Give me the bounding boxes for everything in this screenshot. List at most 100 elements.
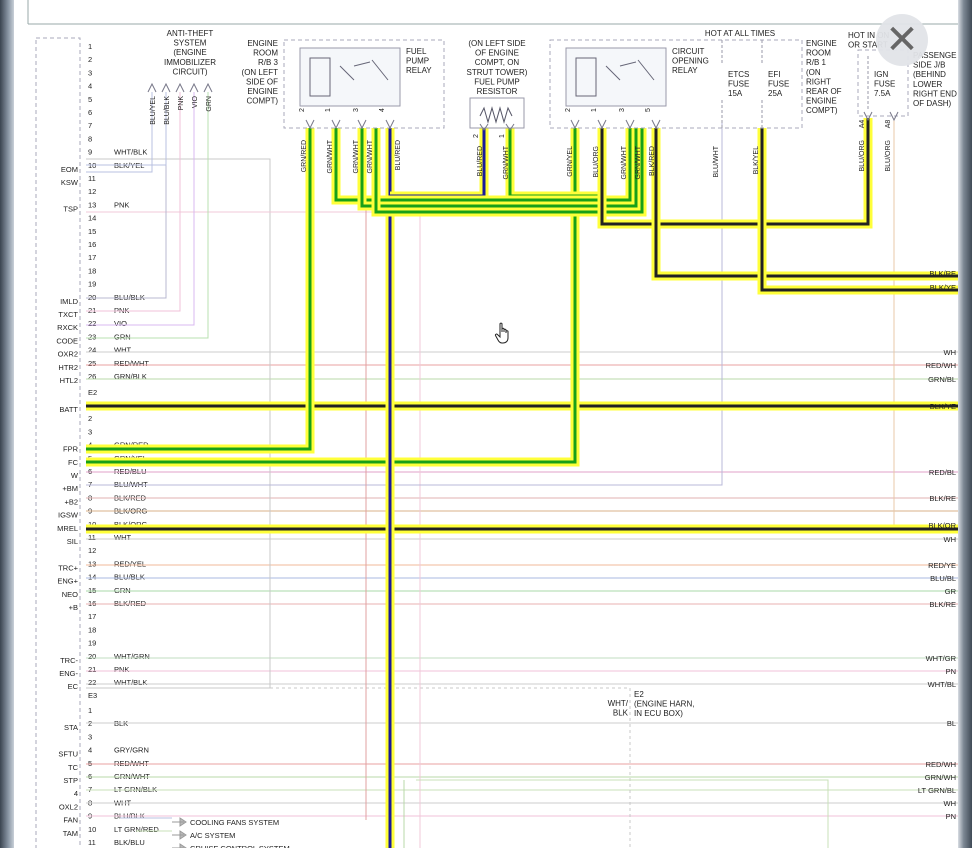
e1-pin-number: 24 xyxy=(88,346,96,355)
hand-pointer-icon xyxy=(494,322,509,344)
engine-room-rb1-label-line: ENGINE xyxy=(806,39,837,48)
connector-pin-marker xyxy=(147,82,157,93)
right-edge-wire-label: BLK/RE xyxy=(929,600,956,609)
grn-wht-resistor-wire-highlight xyxy=(505,128,607,201)
fuel-pump-resistor-label-line: COMPT, ON xyxy=(475,58,520,67)
e1-wire-label: WHT/BLK xyxy=(114,148,147,157)
e2-signal-label: W xyxy=(71,471,79,480)
circuit-opening-relay-wire-label: GRN/YEL xyxy=(567,146,574,177)
e1-signal-label: IMLD xyxy=(60,297,79,306)
e3-pin-number: 2 xyxy=(88,719,92,728)
fuel-pump-relay-wire-label: GRN/WHT xyxy=(327,139,334,173)
e3-wire-label: BLK/BLU xyxy=(114,838,145,847)
connector-pin-marker xyxy=(189,82,199,93)
e2-pin-number: 19 xyxy=(88,639,96,648)
e3-signal-label: TAM xyxy=(63,829,78,838)
e2-pin-number: 3 xyxy=(88,427,92,436)
engine-room-rb3-label-line: ENGINE xyxy=(247,87,278,96)
e3-pin-number: 3 xyxy=(88,732,92,741)
e1-pin-number: 7 xyxy=(88,121,92,130)
blu-red-resistor-wire-highlight xyxy=(390,128,489,201)
e1-pin-number: 13 xyxy=(88,200,96,209)
e1-pin-number: 11 xyxy=(88,174,96,183)
engine-room-rb1-label-line: ROOM xyxy=(806,49,831,58)
resistor-pin: 2 xyxy=(473,134,480,138)
grn-wht-2-wire xyxy=(360,128,638,208)
e1-pin-number: 25 xyxy=(88,359,96,368)
e1-pin-number: 12 xyxy=(88,187,96,196)
anti-theft-label-line: IMMOBILIZER xyxy=(164,58,216,67)
right-edge-wire-label: WH xyxy=(944,799,957,808)
anti-theft-wire-label: GRN xyxy=(206,96,213,112)
e3-signal-label: TC xyxy=(68,763,79,772)
e2-pin-number: 14 xyxy=(88,573,96,582)
e1-pin-number: 2 xyxy=(88,55,92,64)
system-reference-label: A/C SYSTEM xyxy=(190,831,235,840)
fuel-pump-resistor-label-line: STRUT TOWER) xyxy=(467,68,528,77)
wht-blk-dashed-wire xyxy=(270,687,631,848)
e2-wire-label: BLK/ORG xyxy=(114,520,148,529)
e1-signal-label: CODE xyxy=(56,336,78,345)
right-edge-wire-label: BLK/RE xyxy=(929,269,956,278)
e2-pin-number: 18 xyxy=(88,625,96,634)
e2-signal-label: FC xyxy=(68,458,79,467)
e1-signal-label: HTL2 xyxy=(60,376,78,385)
lt-grn-wire xyxy=(416,779,829,848)
engine-room-rb3-label-line: ENGINE xyxy=(247,39,278,48)
e1-pin-number: 9 xyxy=(88,148,92,157)
right-edge-wire-label: BLK/YE xyxy=(930,402,956,411)
e2-pin-number: 2 xyxy=(88,414,92,423)
right-edge-wire-label: LT GRN/BL xyxy=(918,786,956,795)
e1-wire-label: RED/WHT xyxy=(114,359,149,368)
e2-pin-number: 22 xyxy=(88,678,96,687)
e1-pin-number: 15 xyxy=(88,227,96,236)
e1-pin-number: 20 xyxy=(88,293,96,302)
blk-red-relay-wire xyxy=(654,128,958,278)
fuel-pump-relay-pin: 1 xyxy=(325,108,332,112)
fuel-pump-relay-pin: 4 xyxy=(379,108,386,112)
fpr-grn-red-wire xyxy=(86,128,312,451)
e1-signal-label: TXCT xyxy=(58,310,78,319)
circuit-opening-relay-wire-label: GRN/WHT xyxy=(635,145,642,179)
e1-pin-number: 18 xyxy=(88,266,96,275)
e1-pin-number: 8 xyxy=(88,134,92,143)
circuit-opening-relay-wire-label: GRN/WHT xyxy=(621,145,628,179)
fuel-pump-relay-wire-label: GRN/RED xyxy=(301,140,308,172)
connector-pin-marker xyxy=(161,82,171,93)
e1-pin-number: 22 xyxy=(88,319,96,328)
right-edge-wire-label: RED/WH xyxy=(926,361,956,370)
fuel-pump-resistor-box xyxy=(469,97,525,129)
right-edge-wire-label: WH xyxy=(944,535,957,544)
right-edge-wire-label: BLK/OR xyxy=(928,521,956,530)
connector-pin-marker xyxy=(331,119,341,130)
ign-fuse-label-line: FUSE xyxy=(874,80,895,89)
e2-pin-number: 10 xyxy=(88,520,96,529)
e2-signal-label: IGSW xyxy=(58,511,79,520)
anti-theft-wire xyxy=(86,92,209,339)
ign-fuse-pin: A8 xyxy=(885,120,892,129)
e3-signal-label: FAN xyxy=(63,816,78,825)
connector-pin-marker xyxy=(357,119,367,130)
engine-room-rb1-label-line: ENGINE xyxy=(806,97,837,106)
e2-signal-label: EC xyxy=(68,682,79,691)
e3-pin-number: 4 xyxy=(88,746,92,755)
right-edge-wire-label: RED/BL xyxy=(929,468,956,477)
system-arrow-icon xyxy=(172,843,187,848)
hot-in-on-label-line: OR START xyxy=(848,41,888,50)
e3-wire-label: LT GRN/RED xyxy=(114,825,159,834)
blk-red-relay-wire-highlight xyxy=(651,128,958,281)
circuit-opening-relay-pin: 1 xyxy=(591,108,598,112)
engine-room-rb1-box xyxy=(549,39,803,129)
e1-wire-label: GRN/BLK xyxy=(114,372,147,381)
engine-room-rb1-label-line: RIGHT xyxy=(806,77,831,86)
right-edge-wire-label: WHT/BL xyxy=(928,680,956,689)
blu-yel-wire xyxy=(86,92,167,166)
etcs-fuse-label-line: 15A xyxy=(728,89,743,98)
close-button[interactable]: ✕ xyxy=(876,14,928,66)
e2-pin-number: 20 xyxy=(88,652,96,661)
fuel-pump-relay-wire-label: GRN/WHT xyxy=(367,139,374,173)
anti-theft-label-line: SYSTEM xyxy=(174,39,207,48)
e3-wire-label: GRY/GRN xyxy=(114,746,149,755)
e2-signal-label: BATT xyxy=(59,405,78,414)
